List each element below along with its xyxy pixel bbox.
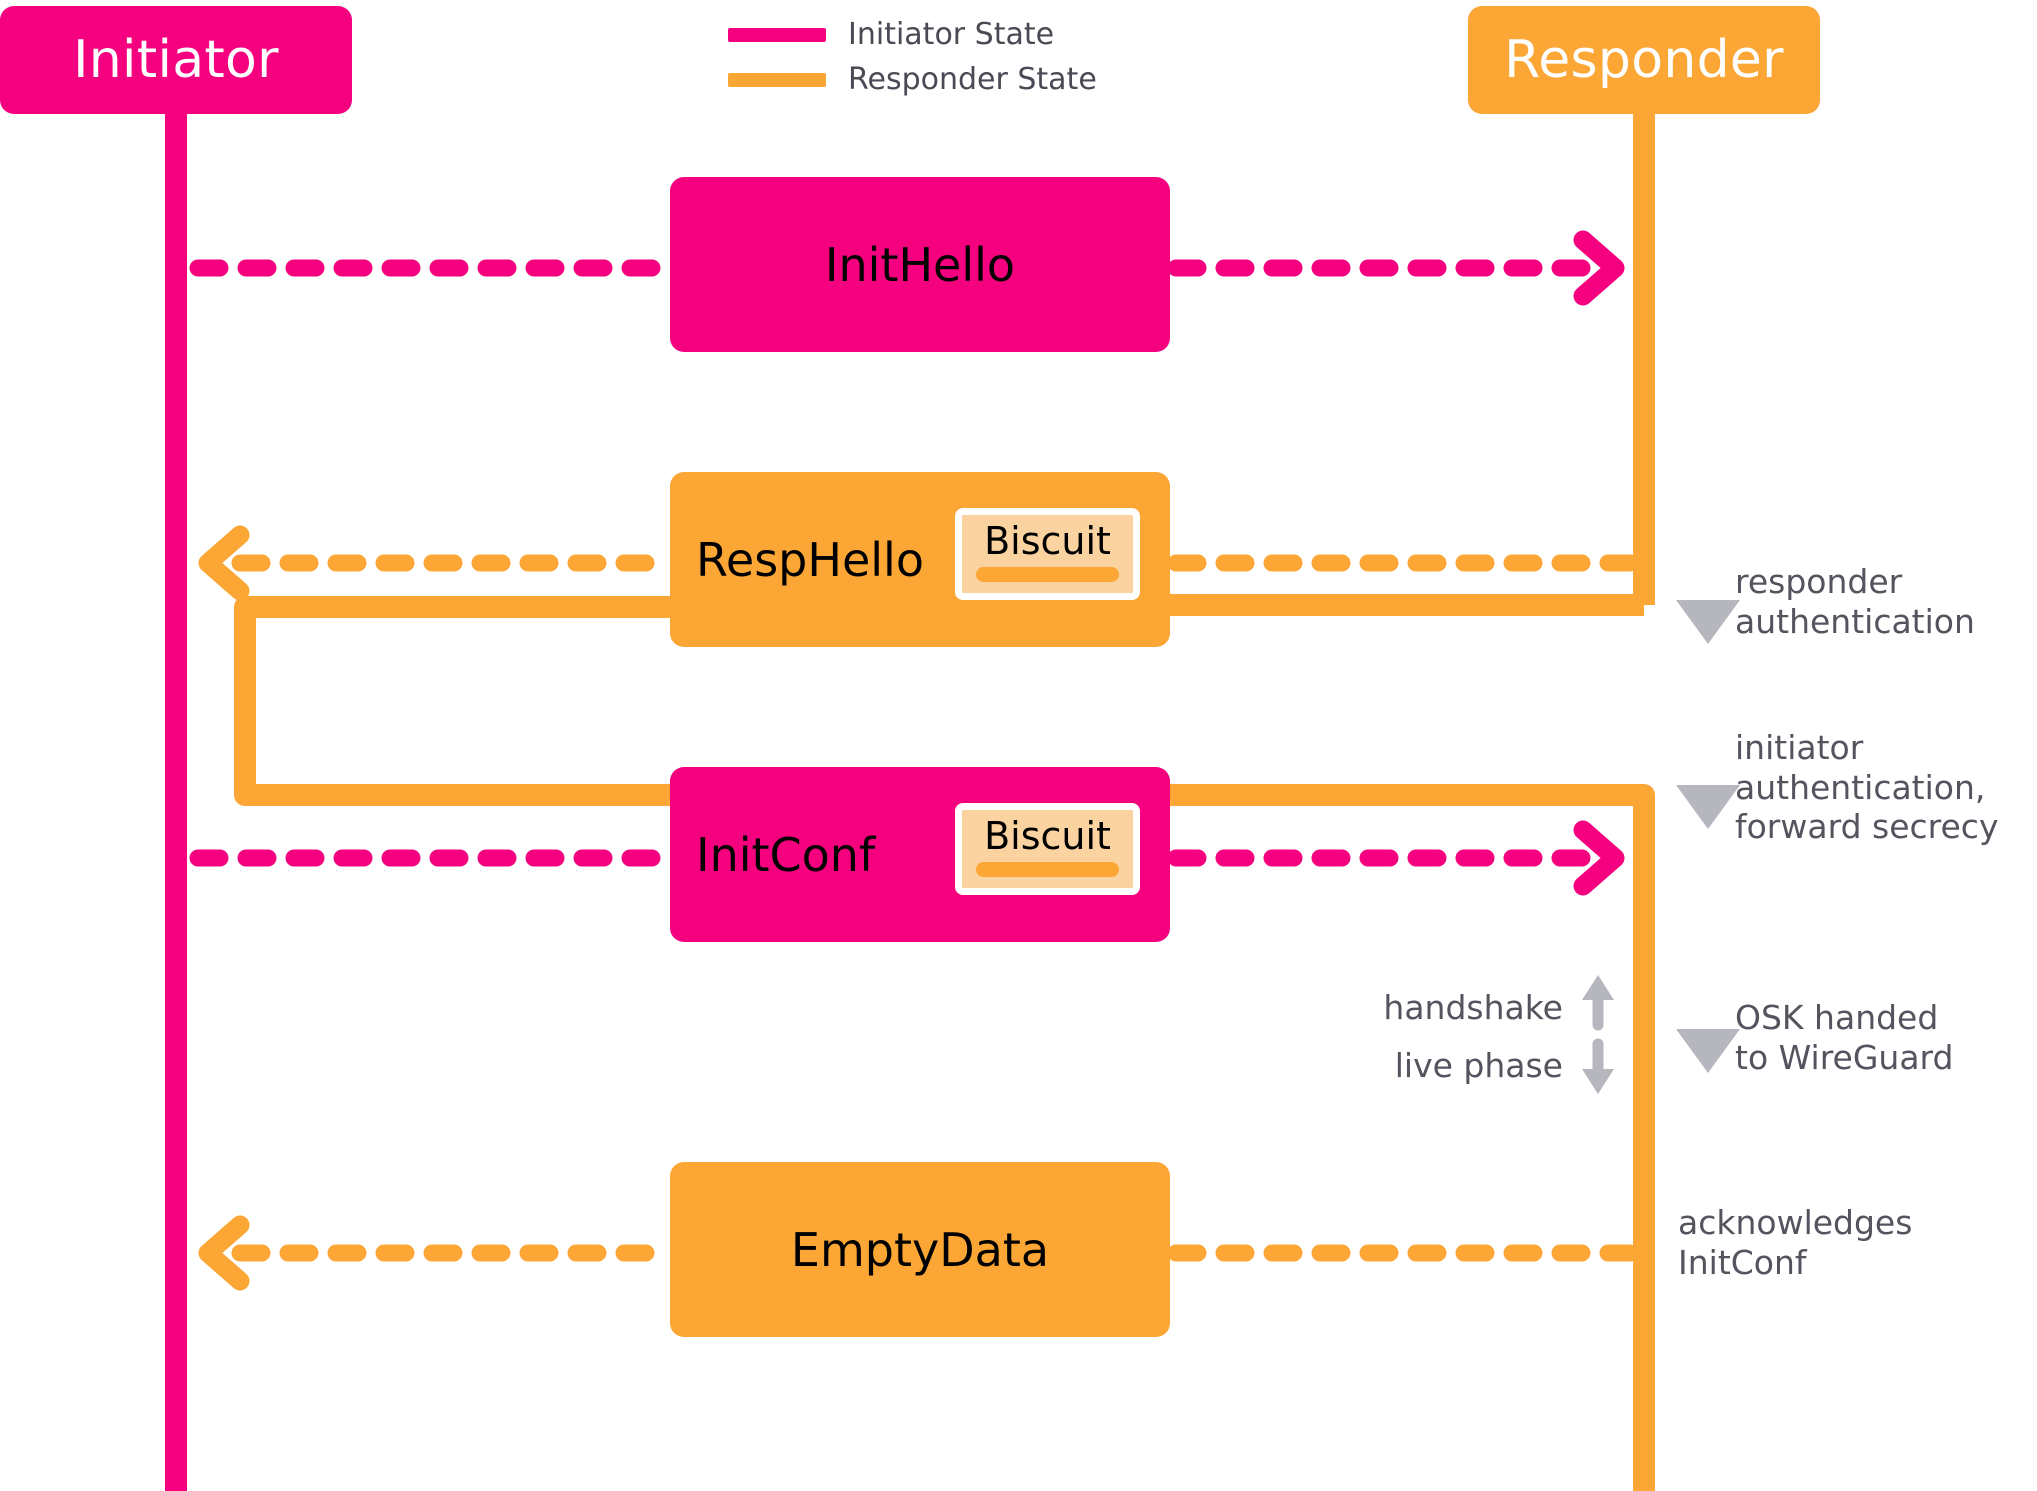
annotation-initiator-authentication: initiator authentication, forward secrec… xyxy=(1735,728,1999,847)
message-box-initconf[interactable]: InitConf xyxy=(670,767,1170,942)
arrowhead-inithello xyxy=(1573,230,1625,306)
message-box-resphello[interactable]: RespHello xyxy=(670,472,1170,647)
arrowhead-initconf xyxy=(1573,820,1625,896)
biscuit-label-initconf: Biscuit xyxy=(984,814,1111,858)
message-label-initconf: InitConf xyxy=(696,827,876,882)
biscuit-label-resphello: Biscuit xyxy=(984,519,1111,563)
legend-label-responder: Responder State xyxy=(848,62,1097,97)
legend-swatch-responder xyxy=(728,72,826,87)
biscuit-bar-icon xyxy=(976,567,1119,582)
message-label-inithello: InitHello xyxy=(824,237,1016,292)
triangle-down-icon-initiator-auth xyxy=(1676,785,1740,829)
message-box-inithello[interactable]: InitHello xyxy=(670,177,1170,352)
phase-label-handshake: handshake xyxy=(1383,988,1563,1027)
annotation-acknowledges-initconf: acknowledges InitConf xyxy=(1678,1203,1913,1282)
biscuit-badge-initconf[interactable]: Biscuit xyxy=(955,803,1140,895)
phase-label-live-phase: live phase xyxy=(1394,1046,1563,1085)
annotation-responder-authentication: responder authentication xyxy=(1735,562,1975,641)
participant-responder-label: Responder xyxy=(1504,30,1784,90)
biscuit-badge-resphello[interactable]: Biscuit xyxy=(955,508,1140,600)
legend: Initiator State Responder State xyxy=(728,12,1148,102)
message-label-emptydata: EmptyData xyxy=(790,1222,1050,1277)
arrowhead-emptydata xyxy=(198,1215,250,1291)
legend-label-initiator: Initiator State xyxy=(848,17,1055,52)
participant-responder[interactable]: Responder xyxy=(1468,6,1820,114)
responder-state-loop xyxy=(234,596,670,806)
down-arrow-icon-live-phase xyxy=(1582,1038,1614,1094)
message-box-emptydata[interactable]: EmptyData xyxy=(670,1162,1170,1337)
participant-initiator[interactable]: Initiator xyxy=(0,6,352,114)
triangle-down-icon-responder-auth xyxy=(1676,600,1740,644)
biscuit-bar-icon xyxy=(976,862,1119,877)
participant-initiator-label: Initiator xyxy=(73,30,279,90)
arrowhead-resphello xyxy=(198,525,250,601)
message-label-resphello: RespHello xyxy=(696,532,924,587)
legend-item-initiator-state: Initiator State xyxy=(728,12,1148,57)
annotation-osk-handed-to-wireguard: OSK handed to WireGuard xyxy=(1735,998,1954,1077)
triangle-down-icon-osk xyxy=(1676,1029,1740,1073)
legend-swatch-initiator xyxy=(728,27,826,42)
up-arrow-icon-handshake xyxy=(1582,975,1614,1031)
legend-item-responder-state: Responder State xyxy=(728,57,1148,102)
responder-state-from-initconf xyxy=(1170,784,1655,1491)
